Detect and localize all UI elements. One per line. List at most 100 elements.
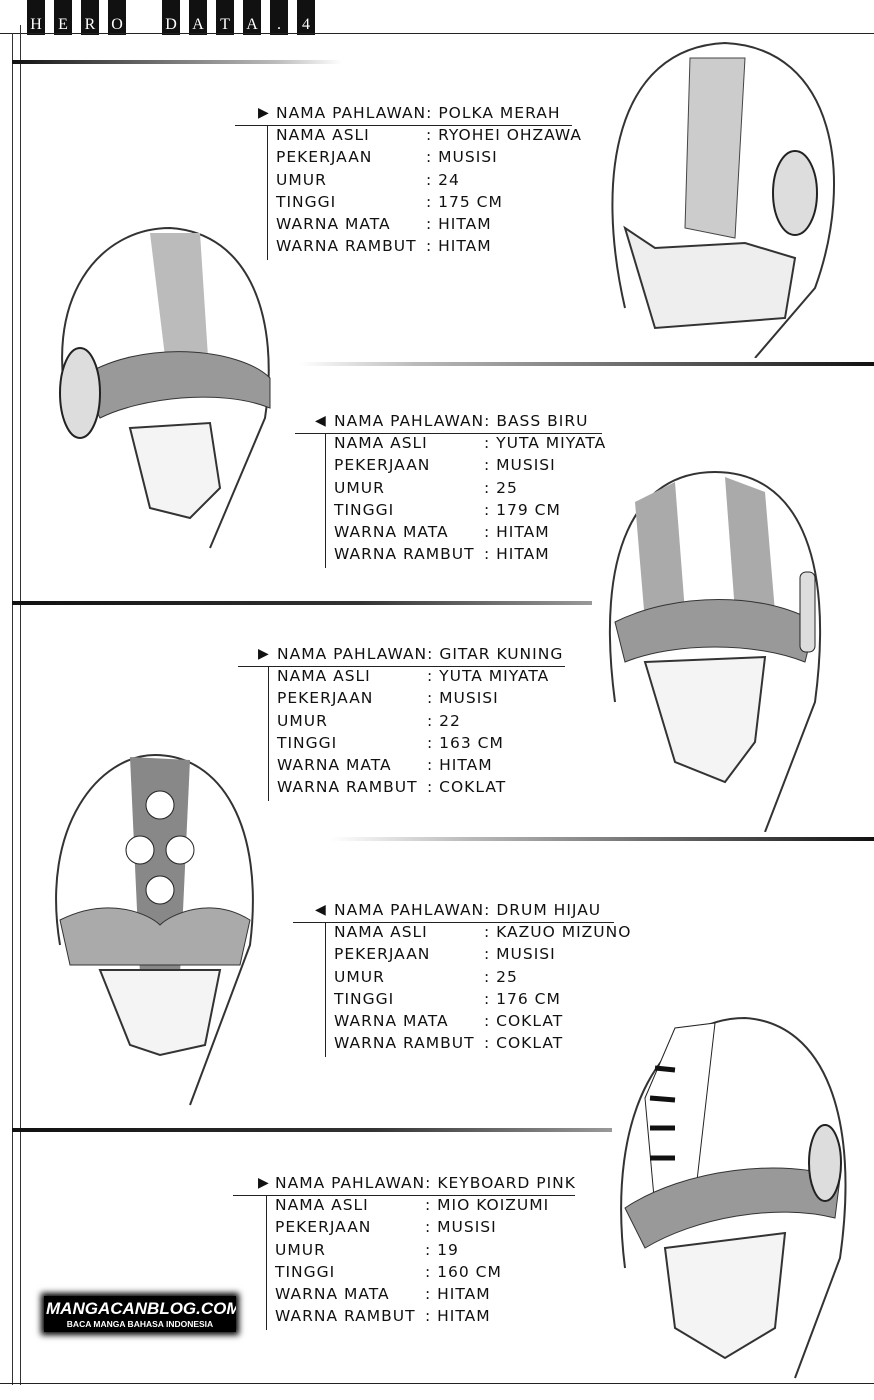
real-name-row: NAMA ASLI: YUTA MIYATA	[334, 432, 606, 454]
pointer-arrow-icon: ▶	[258, 105, 269, 121]
gitar-kuning-helmet-sketch	[608, 470, 822, 832]
hero-data-header: H E R O D A T A . 4	[27, 0, 324, 35]
divider	[12, 601, 592, 605]
hair-color-label: WARNA RAMBUT	[275, 1307, 416, 1326]
hero-name-label: NAMA PAHLAWAN:	[277, 645, 434, 663]
height-value: : 163 CM	[427, 733, 504, 752]
hair-color-value: : HITAM	[484, 545, 550, 564]
hair-color-value: : HITAM	[425, 1307, 491, 1326]
occupation-label: PEKERJAAN	[334, 945, 431, 964]
eye-color-row: WARNA MATA: HITAM	[277, 754, 563, 776]
watermark-tagline: BACA MANGA BAHASA INDONESIA	[66, 1319, 214, 1329]
header-letter: R	[81, 0, 99, 35]
age-row: UMUR : 25	[334, 966, 631, 988]
age-label: UMUR	[334, 967, 385, 986]
age-row: UMUR : 25	[334, 477, 606, 499]
age-value: : 19	[425, 1240, 459, 1259]
eye-color-label: WARNA MATA	[275, 1285, 390, 1304]
eye-color-value: : HITAM	[426, 215, 492, 234]
real-name-value: : RYOHEI OHZAWA	[426, 126, 583, 144]
occupation-label: PEKERJAAN	[277, 689, 374, 708]
hair-color-value: : COKLAT	[427, 778, 507, 797]
keyboard-pink-helmet-sketch	[620, 1016, 847, 1379]
profile-side-rule	[267, 125, 268, 260]
occupation-row: PEKERJAAN: MUSISI	[276, 146, 582, 168]
header-letter: .	[270, 0, 288, 35]
height-label: TINGGI	[275, 1262, 336, 1281]
hair-color-label: WARNA RAMBUT	[334, 1034, 475, 1053]
hero-name-value: BASS BIRU	[496, 412, 589, 430]
occupation-value: : MUSISI	[425, 1218, 497, 1237]
height-value: : 175 CM	[426, 192, 503, 211]
eye-color-value: : HITAM	[484, 523, 550, 542]
height-row: TINGGI : 163 CM	[277, 732, 563, 754]
age-value: : 22	[427, 711, 461, 730]
header-letter: A	[243, 0, 261, 35]
header-letter: O	[108, 0, 126, 35]
occupation-label: PEKERJAAN	[334, 456, 431, 475]
divider	[330, 837, 874, 841]
header-letter: 4	[297, 0, 315, 35]
height-value: : 176 CM	[484, 989, 561, 1008]
hair-color-row: WARNA RAMBUT: COKLAT	[277, 776, 563, 798]
age-value: : 25	[484, 478, 518, 497]
pointer-arrow-icon: ◀	[315, 413, 326, 429]
age-label: UMUR	[334, 478, 385, 497]
header-letter: A	[189, 0, 207, 35]
hero-name-label: NAMA PAHLAWAN:	[334, 901, 491, 919]
title-underline	[295, 433, 602, 434]
occupation-row: PEKERJAAN: MUSISI	[334, 454, 606, 476]
title-underline	[238, 666, 565, 667]
pointer-arrow-icon: ▶	[258, 646, 269, 662]
height-row: TINGGI : 179 CM	[334, 499, 606, 521]
height-row: TINGGI: 175 CM	[276, 191, 582, 213]
hero-name-row: NAMA PAHLAWAN: BASS BIRU	[334, 410, 606, 432]
occupation-label: PEKERJAAN	[276, 148, 373, 167]
hero-name-label: NAMA PAHLAWAN:	[334, 412, 491, 430]
header-letter: D	[162, 0, 180, 35]
occupation-label: PEKERJAAN	[275, 1218, 372, 1237]
eye-color-value: : COKLAT	[484, 1012, 564, 1031]
age-row: UMUR: 24	[276, 169, 582, 191]
age-label: UMUR	[277, 711, 328, 730]
hair-color-row: WARNA RAMBUT: HITAM	[276, 235, 582, 257]
height-label: TINGGI	[334, 989, 395, 1008]
real-name-label: NAMA ASLI	[334, 434, 428, 452]
profile-side-rule	[325, 433, 326, 568]
hero-profile: NAMA PAHLAWAN: DRUM HIJAU NAMA ASLI: KAZU…	[334, 899, 631, 1055]
age-value: : 24	[426, 170, 460, 189]
hero-name-row: NAMA PAHLAWAN: GITAR KUNING	[277, 643, 563, 665]
divider	[12, 60, 342, 64]
occupation-row: PEKERJAAN: MUSISI	[334, 943, 631, 965]
real-name-label: NAMA ASLI	[276, 126, 370, 144]
divider	[12, 1128, 612, 1132]
header-letter: T	[216, 0, 234, 35]
age-row: UMUR : 22	[277, 710, 563, 732]
hero-name-value: DRUM HIJAU	[496, 901, 602, 919]
real-name-row: NAMA ASLI: MIO KOIZUMI	[275, 1194, 576, 1216]
hair-color-row: WARNA RAMBUT: COKLAT	[334, 1032, 631, 1054]
occupation-value: : MUSISI	[427, 689, 499, 708]
height-label: TINGGI	[334, 500, 395, 519]
eye-color-label: WARNA MATA	[334, 1012, 449, 1031]
height-row: TINGGI: 160 CM	[275, 1261, 576, 1283]
age-value: : 25	[484, 967, 518, 986]
eye-color-row: WARNA MATA: HITAM	[334, 521, 606, 543]
height-label: TINGGI	[277, 733, 338, 752]
header-letter: H	[27, 0, 45, 35]
polka-merah-helmet-sketch	[611, 41, 835, 358]
watermark-logo: MANGACANBLOG.COM BACA MANGA BAHASA INDON…	[44, 1296, 236, 1332]
height-value: : 179 CM	[484, 500, 561, 519]
profile-side-rule	[266, 1195, 267, 1330]
divider	[300, 362, 874, 366]
eye-color-value: : HITAM	[425, 1285, 491, 1304]
real-name-row: NAMA ASLI: KAZUO MIZUNO	[334, 921, 631, 943]
real-name-value: : YUTA MIYATA	[427, 667, 550, 685]
eye-color-row: WARNA MATA : COKLAT	[334, 1010, 631, 1032]
hero-name-label: NAMA PAHLAWAN:	[275, 1174, 432, 1192]
margin-line	[20, 25, 21, 1385]
